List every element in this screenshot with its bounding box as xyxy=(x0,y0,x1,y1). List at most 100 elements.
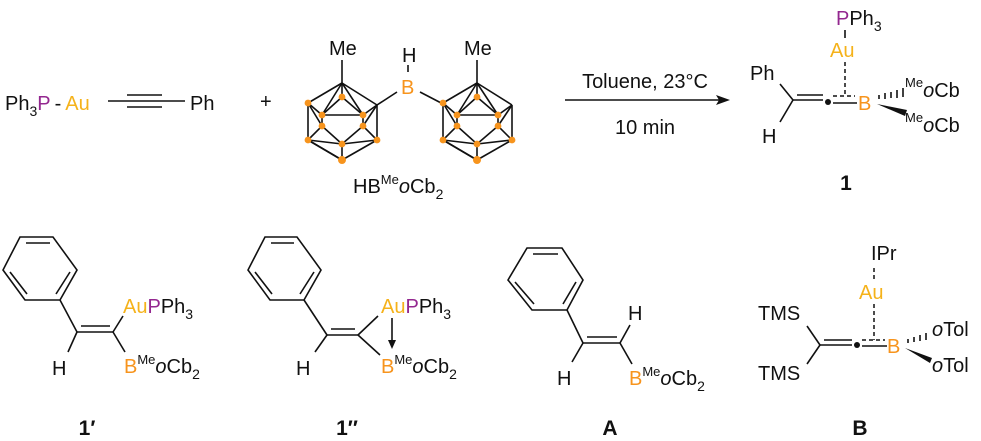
boron-vertex xyxy=(439,99,447,107)
label-text: Cb xyxy=(672,368,698,390)
structure-1-double-prime: H AuPPh3 BMeoCb2 1′′ xyxy=(247,236,457,440)
label-text: Tol xyxy=(943,319,969,341)
compound-label: 1′′ xyxy=(336,417,358,440)
cage-edge xyxy=(321,82,343,116)
superscript: Me xyxy=(394,352,412,367)
hashed-bond xyxy=(907,333,927,343)
label-text: o xyxy=(412,356,423,378)
boron-vertex xyxy=(338,93,346,101)
subscript: 2 xyxy=(192,366,200,382)
wedge-bond xyxy=(877,104,907,116)
label-text: o xyxy=(923,115,934,137)
boron-atom: B xyxy=(381,356,394,378)
cage-edge xyxy=(321,125,343,145)
compound-label: 1′ xyxy=(79,417,96,440)
boron-vertex xyxy=(318,111,326,119)
boryl-text: BMeoCb2 xyxy=(629,364,705,394)
boron-vertex xyxy=(473,93,481,101)
cage-edge xyxy=(321,96,343,116)
ph-text: Ph xyxy=(161,296,185,318)
benzene-ring xyxy=(507,247,584,311)
cage-edge xyxy=(307,102,323,127)
plus-sign: + xyxy=(260,91,272,113)
carborane-cage xyxy=(439,60,516,164)
ipr-ligand: IPr xyxy=(871,243,897,265)
reaction-arrow: Toluene, 23°C 10 min xyxy=(565,71,730,139)
subscript: 2 xyxy=(436,186,444,202)
borane-label: HBMeoCb2 xyxy=(353,172,444,202)
carborane-cage xyxy=(304,60,381,164)
benzene-ring xyxy=(2,236,78,301)
hydrogen-atom: H xyxy=(296,358,310,380)
boron-atom: B xyxy=(401,77,414,99)
hydrogen-atom: H xyxy=(402,45,416,67)
boron-vertex xyxy=(439,136,447,144)
superscript: Me xyxy=(137,352,155,367)
superscript: Me xyxy=(905,110,923,125)
tms-group: TMS xyxy=(758,363,800,385)
label-text: Cb xyxy=(410,176,436,198)
cage-edge xyxy=(307,82,343,104)
hashed-bond xyxy=(878,88,904,99)
boron-atom: B xyxy=(887,336,900,358)
product-1: PPh3 Au Ph H B MeoCb MeoCb 1 xyxy=(750,8,960,195)
conditions-time: 10 min xyxy=(615,117,675,139)
cage-edge xyxy=(341,96,364,116)
label-text: o xyxy=(932,355,943,377)
gold-atom: Au xyxy=(381,296,405,318)
cage-edge xyxy=(442,82,478,104)
cage-edge xyxy=(476,125,499,145)
conditions-solvent: Toluene, 23°C xyxy=(582,71,708,93)
cage-edge xyxy=(442,102,458,127)
subscript: 3 xyxy=(185,306,193,322)
bc-bond xyxy=(376,91,398,106)
gold-atom: Au xyxy=(123,296,147,318)
arrow-head xyxy=(716,95,730,105)
borane-reactant: Me Me H B HBMeoCb2 xyxy=(304,38,516,202)
boron-vertex xyxy=(318,122,326,130)
hydrogen-atom: H xyxy=(628,303,642,325)
cage-edge xyxy=(341,139,378,145)
subscript: 3 xyxy=(29,103,37,119)
gold-atom: Au xyxy=(65,93,89,115)
hydrogen-atom: H xyxy=(52,358,66,380)
cage-edge xyxy=(476,96,499,116)
otol-label: oTol xyxy=(932,355,969,377)
phenyl-text: Ph xyxy=(190,93,214,115)
cage-edge xyxy=(456,82,478,116)
structure-a: H H BMeoCb2 A xyxy=(507,247,705,440)
ph-text: Ph xyxy=(419,296,443,318)
label-text: HB xyxy=(353,176,381,198)
boron-vertex xyxy=(304,99,312,107)
label-text: o xyxy=(932,319,943,341)
phosphorus-atom: P xyxy=(37,93,50,115)
benzene-ring xyxy=(247,236,322,301)
boron-vertex xyxy=(453,122,461,130)
phosphorus-atom: P xyxy=(836,8,849,30)
boron-vertex xyxy=(473,140,481,148)
phosphorus-atom: P xyxy=(147,296,160,318)
boron-vertex xyxy=(338,156,346,164)
hydrogen-atom: H xyxy=(557,368,571,390)
aupph3-text: AuPPh3 xyxy=(381,296,451,322)
compound-label: A xyxy=(602,417,617,440)
cage-edge xyxy=(341,82,364,116)
subscript: 3 xyxy=(443,306,451,322)
ph-text: Ph xyxy=(849,8,873,30)
boron-vertex xyxy=(359,111,367,119)
boron-vertex xyxy=(304,136,312,144)
ph-text: Ph xyxy=(5,93,29,115)
methyl-text: Me xyxy=(464,38,492,60)
carbon-dot xyxy=(825,99,831,105)
cage-edge xyxy=(341,82,378,106)
cage-edge xyxy=(476,82,499,116)
boron-vertex xyxy=(494,111,502,119)
cage-edge xyxy=(341,125,364,145)
bond xyxy=(779,99,794,123)
subscript: 3 xyxy=(874,18,882,34)
label-text: Tol xyxy=(943,355,969,377)
boryl-text: BMeoCb2 xyxy=(124,352,200,382)
cage-edge xyxy=(307,139,343,145)
cage-edge xyxy=(456,125,478,145)
